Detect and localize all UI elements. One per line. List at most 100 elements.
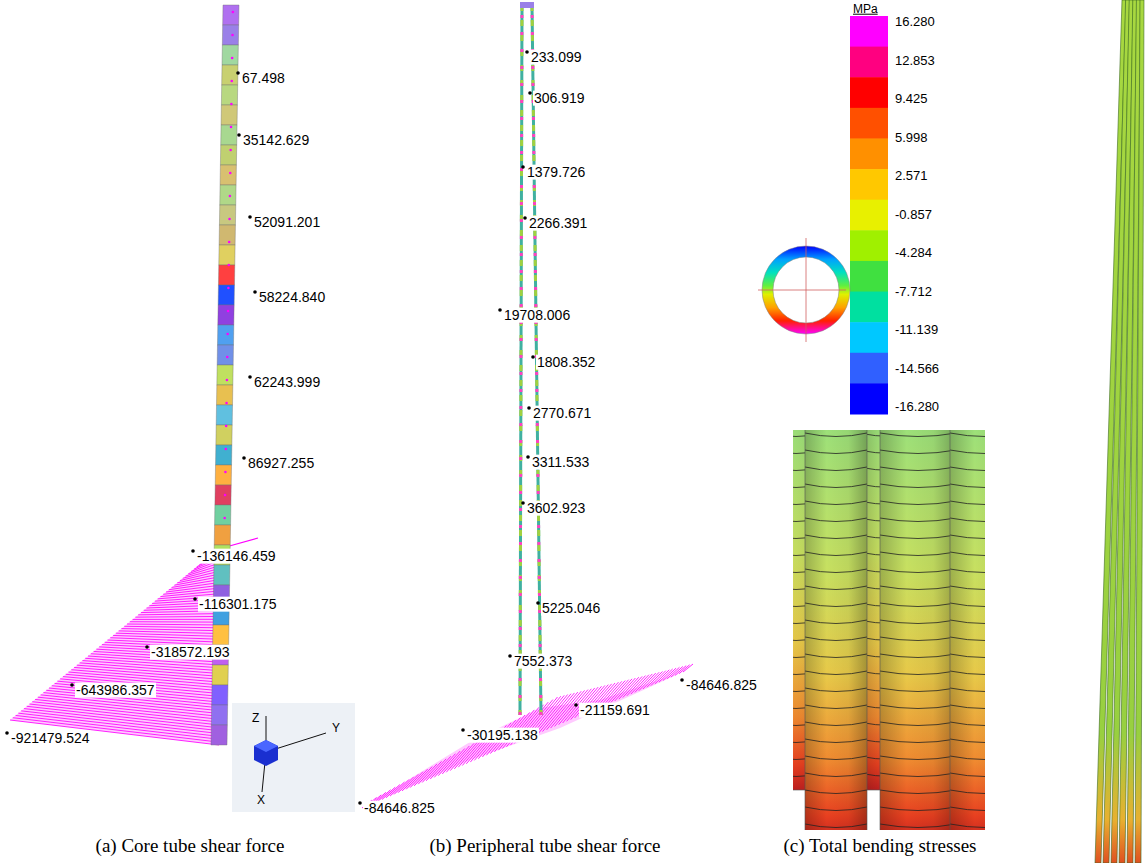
axis-cube-top <box>254 740 278 752</box>
shear-line <box>135 616 221 618</box>
colour-scale-band <box>850 77 888 108</box>
result-mark <box>225 425 228 428</box>
shear-line <box>30 704 220 725</box>
tube-segment <box>221 85 237 105</box>
shear-line <box>124 626 221 628</box>
colour-scale-band <box>850 292 888 323</box>
shear-line <box>57 681 219 696</box>
result-mark <box>225 402 228 405</box>
colour-scale-band <box>850 200 888 231</box>
shear-value: -21159.691 <box>579 703 651 718</box>
scale-value: -4.284 <box>894 246 933 260</box>
result-mark <box>224 471 227 474</box>
colour-scale-band <box>850 322 888 353</box>
value-dot <box>358 801 362 805</box>
tube-segment <box>222 65 238 85</box>
scale-value: -16.280 <box>894 400 940 414</box>
axis-triad <box>232 703 355 812</box>
shear-line <box>121 629 220 631</box>
tube-segment <box>212 685 228 705</box>
shear-value: 3602.923 <box>526 501 586 516</box>
result-mark <box>229 149 232 152</box>
shear-line <box>454 741 478 769</box>
tube-segment <box>222 25 238 45</box>
peripheral-tube <box>520 5 522 715</box>
shear-value: 306.919 <box>533 91 586 106</box>
crosshair <box>758 290 846 291</box>
shear-line <box>35 699 219 719</box>
value-dot <box>527 406 531 410</box>
shear-line <box>683 664 693 672</box>
shear-value: -643986.357 <box>75 683 156 698</box>
shear-line <box>539 694 572 734</box>
tube-segment <box>218 265 234 285</box>
shear-line <box>130 621 221 622</box>
shear-line <box>414 767 432 786</box>
shear-value: 67.498 <box>241 71 286 86</box>
subfigure-caption: (b) Peripheral tube shear force <box>428 836 661 856</box>
value-markers <box>5 50 684 805</box>
shear-value: 2266.391 <box>528 216 588 231</box>
colour-scale-band <box>850 261 888 292</box>
value-dot <box>193 597 197 601</box>
tube-segment <box>214 525 230 545</box>
colour-scale-band <box>850 108 888 139</box>
result-mark <box>230 126 233 129</box>
colour-scale-band <box>850 353 888 384</box>
tube-segment <box>221 105 237 125</box>
shear-value: 58224.840 <box>258 290 326 305</box>
value-dot <box>248 215 252 219</box>
value-dot <box>574 703 578 707</box>
result-mark <box>226 356 229 359</box>
result-mark <box>228 218 231 221</box>
tube-segment <box>215 485 231 505</box>
value-dot <box>242 456 246 460</box>
scale-value: -14.566 <box>894 362 940 376</box>
axis-label: Y <box>331 722 341 735</box>
result-mark <box>227 310 230 313</box>
shear-line <box>10 720 219 745</box>
result-mark <box>231 34 234 37</box>
axis-cube <box>254 740 278 766</box>
tube-segment <box>212 665 228 685</box>
tube-segment <box>218 285 234 305</box>
shear-value: -318572.193 <box>150 645 231 660</box>
shear-value: -84646.825 <box>685 678 758 693</box>
shear-line <box>127 624 221 625</box>
value-dot <box>521 165 525 169</box>
tube-segment <box>219 245 235 265</box>
shear-line <box>398 777 414 793</box>
axis-label: X <box>256 794 266 807</box>
tube-segment <box>220 145 236 165</box>
core-tube-panel <box>10 5 355 812</box>
shear-value: 5225.046 <box>541 601 601 616</box>
tube-bundle <box>1095 0 1144 863</box>
shear-value: 52091.201 <box>253 215 321 230</box>
colour-scale-band <box>850 169 888 200</box>
value-dot <box>521 501 525 505</box>
colour-scale-band <box>850 383 888 414</box>
result-mark <box>224 494 227 497</box>
shear-line <box>82 661 220 671</box>
subfigure-caption: (c) Total bending stresses <box>782 836 977 856</box>
scale-value: 5.998 <box>894 131 929 145</box>
value-dot <box>525 50 529 54</box>
shear-value: 2770.671 <box>532 406 592 421</box>
shear-line <box>643 672 659 689</box>
axis-label: Z <box>251 712 260 725</box>
shear-line <box>110 638 220 642</box>
tube-segment <box>216 405 232 425</box>
tube-top <box>520 2 534 8</box>
tube-segment <box>520 5 522 715</box>
shear-line <box>133 619 221 620</box>
shear-value: 233.099 <box>530 50 583 65</box>
tube-cylinder <box>950 430 985 830</box>
shear-line <box>627 676 646 696</box>
shear-line <box>679 665 690 674</box>
scale-value: 16.280 <box>894 15 936 29</box>
shear-value: -30195.138 <box>466 728 539 743</box>
shear-value: -921479.524 <box>10 731 91 746</box>
scale-value: -11.139 <box>894 323 939 337</box>
